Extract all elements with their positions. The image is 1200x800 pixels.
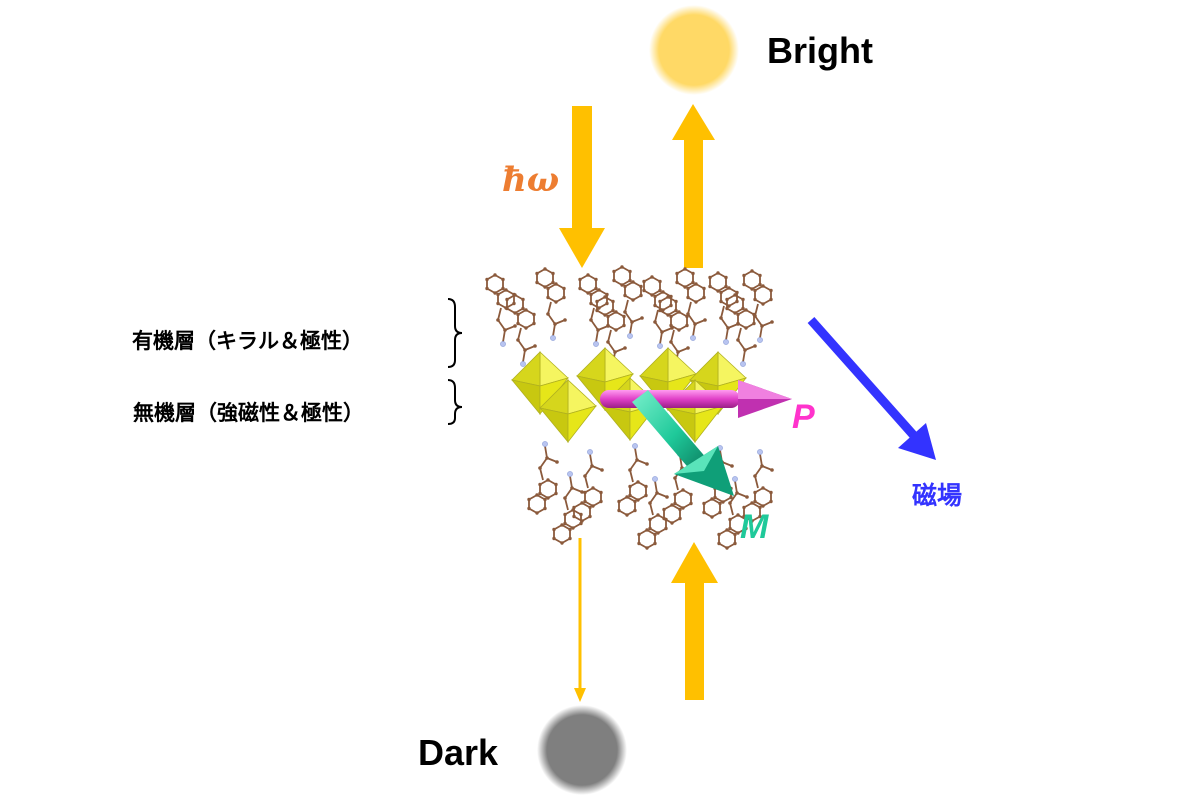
transmitted-light-arrow (574, 538, 586, 702)
incident-light-arrow (559, 106, 605, 268)
magnetization-label: M (740, 508, 769, 546)
inorganic-layer-bracket (447, 379, 463, 425)
inorganic-layer-label: 無機層（強磁性＆極性） (133, 401, 364, 425)
photon-energy-label: ħω (502, 160, 560, 200)
bright-label: Bright (767, 30, 873, 71)
magnetic-field-label: 磁場 (912, 481, 963, 510)
magnetic-field-arrow (807, 317, 936, 460)
dark-sphere-icon (537, 705, 627, 795)
polarization-label: P (792, 398, 815, 436)
organic-layer-bottom (527, 441, 774, 549)
magnetization-arrow (632, 390, 734, 496)
upward-light-arrow (671, 542, 718, 700)
reflected-light-arrow (672, 104, 715, 268)
organic-layer-bracket (447, 298, 463, 368)
organic-layer-top (485, 265, 774, 368)
organic-layer-label: 有機層（キラル＆極性） (132, 329, 363, 353)
bright-sphere-icon (649, 5, 739, 95)
dark-label: Dark (418, 732, 499, 773)
